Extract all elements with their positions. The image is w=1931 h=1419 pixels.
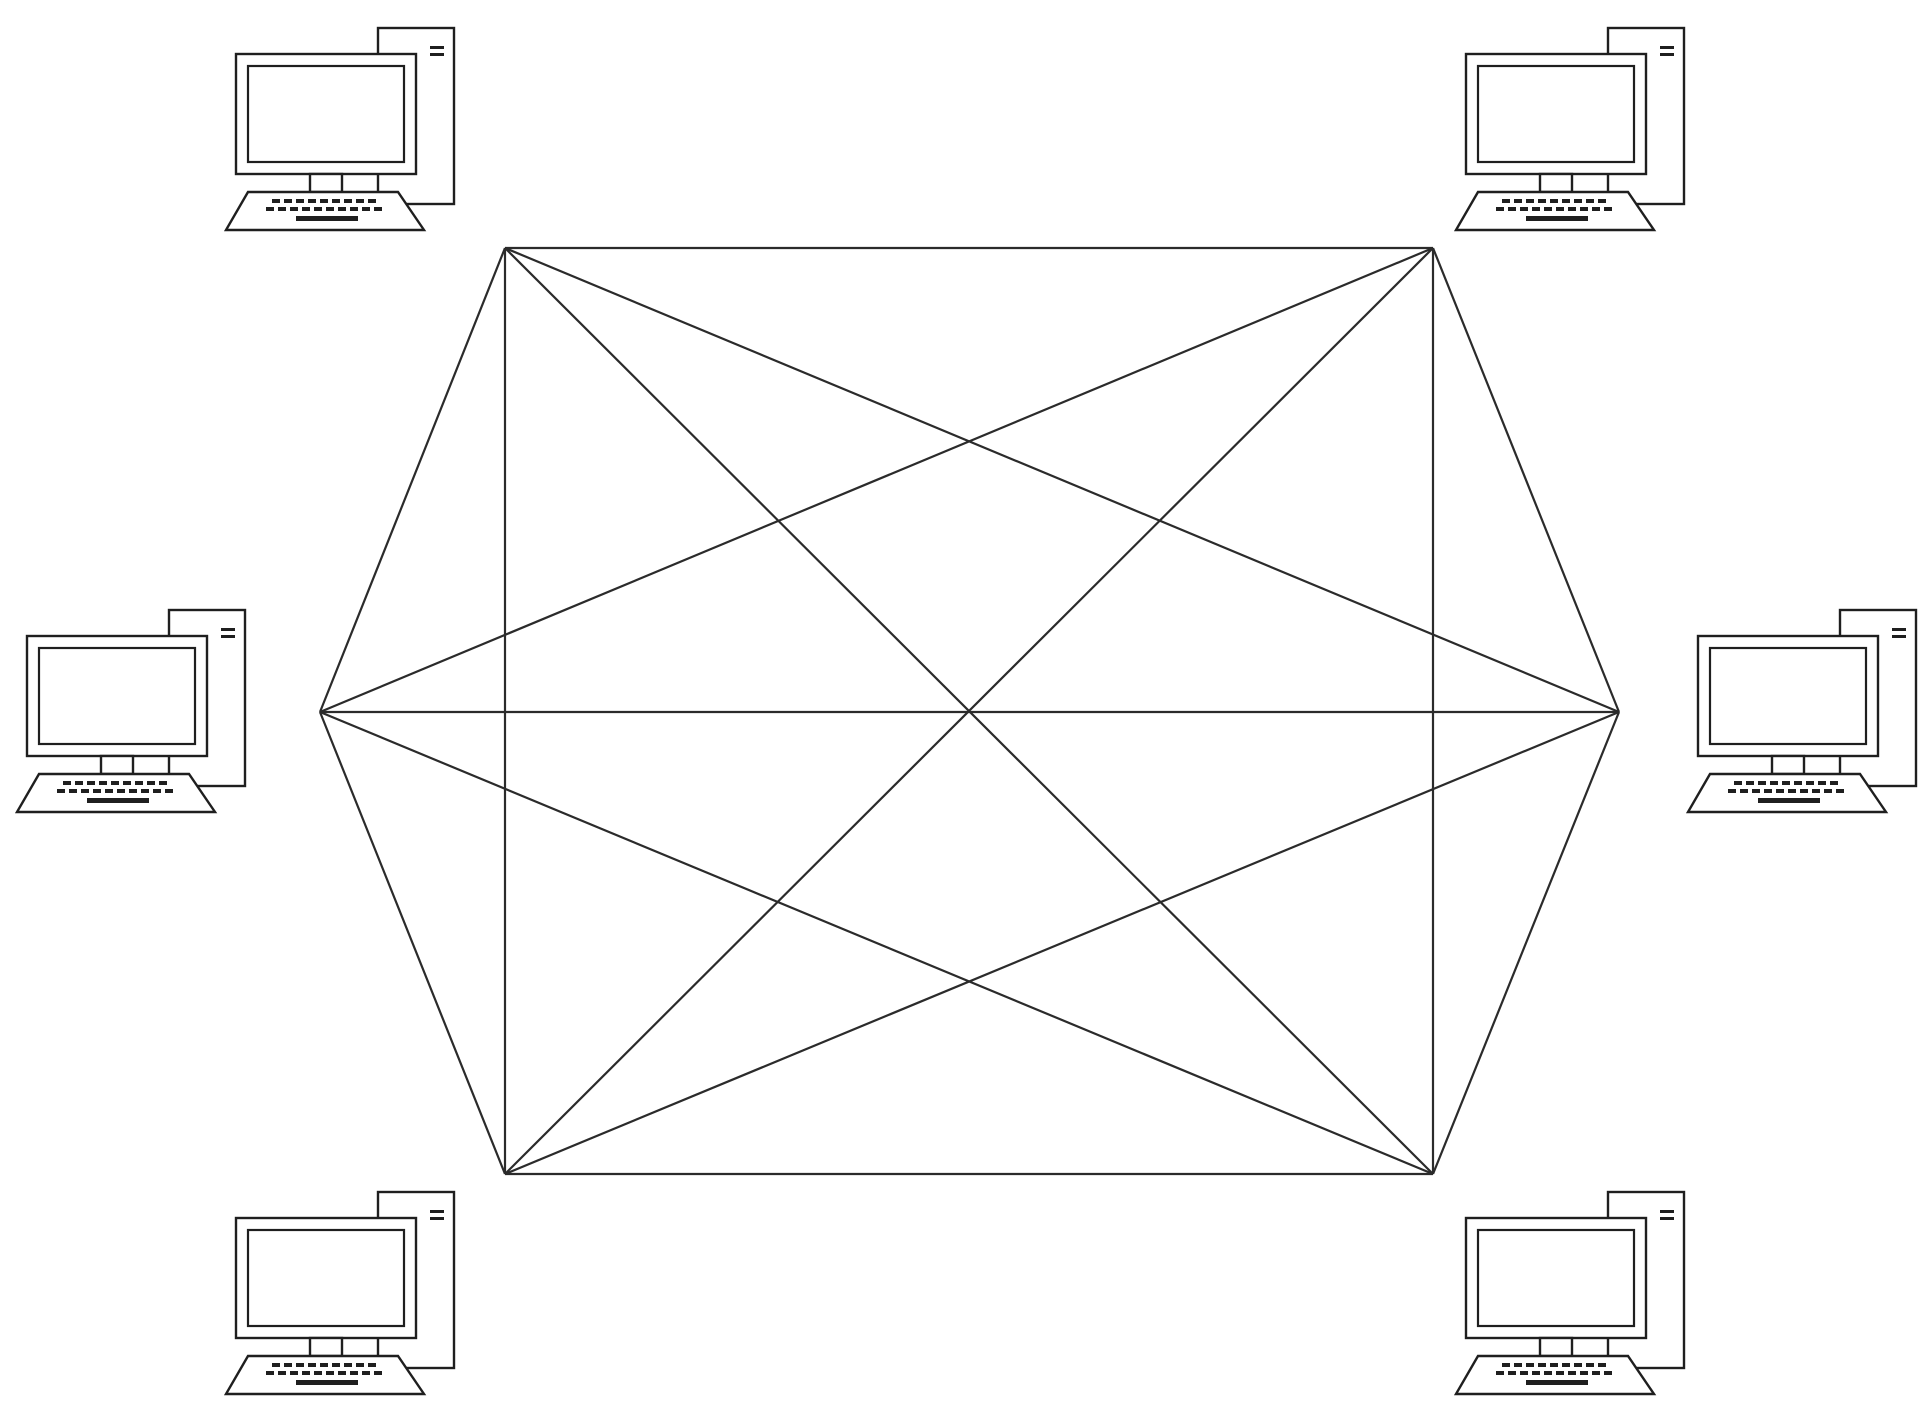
computer-top-right-icon bbox=[1454, 26, 1686, 232]
computer-top-left-icon bbox=[224, 26, 456, 232]
computer-right-icon bbox=[1686, 608, 1918, 814]
link-left-bottom-right bbox=[319, 710, 1434, 1176]
link-right-bottom-left bbox=[504, 710, 1620, 1176]
link-top-right-right bbox=[1431, 247, 1621, 713]
computer-bottom-left-icon bbox=[224, 1190, 456, 1396]
computer-left-icon bbox=[15, 608, 247, 814]
link-top-right-left bbox=[319, 246, 1434, 714]
network-links bbox=[318, 246, 1621, 1176]
computer-bottom-right-icon bbox=[1454, 1190, 1686, 1396]
link-left-bottom-left bbox=[318, 711, 507, 1175]
link-top-left-right bbox=[504, 246, 1620, 714]
link-top-left-left bbox=[318, 247, 507, 713]
link-right-bottom-right bbox=[1431, 711, 1621, 1175]
